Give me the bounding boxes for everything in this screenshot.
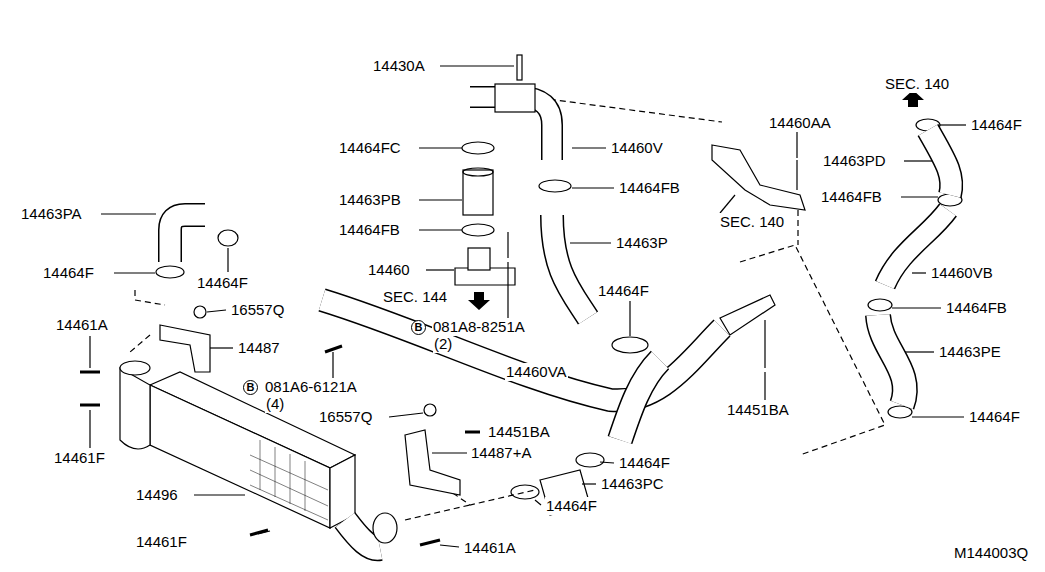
- part-number: 14460AA: [768, 114, 832, 132]
- diagram-code: M144003Q: [953, 544, 1029, 562]
- part-number: 081A6-6121A: [264, 378, 358, 396]
- part-number: 14463PE: [938, 343, 1002, 361]
- part-number: 14464F: [968, 408, 1021, 426]
- part-number: 14461A: [55, 316, 109, 334]
- part-number: 14463PB: [338, 191, 402, 209]
- part-number: 14461F: [135, 533, 188, 551]
- part-number: 14487: [237, 339, 281, 357]
- part-number: 14463PA: [20, 205, 83, 223]
- part-number: 14461A: [463, 539, 517, 557]
- quantity: (4): [265, 395, 285, 413]
- part-number: 14464F: [545, 497, 598, 515]
- part-number: 14451BA: [726, 401, 790, 419]
- part-number: 14496: [135, 486, 179, 504]
- bolt-symbol: B: [243, 380, 258, 395]
- part-number: 16557Q: [318, 408, 373, 426]
- part-number: 14464FC: [338, 139, 402, 157]
- quantity: (2): [433, 335, 453, 353]
- part-number: 14464F: [42, 264, 95, 282]
- part-number: 14464F: [618, 454, 671, 472]
- part-number: 14487+A: [470, 444, 532, 462]
- part-number: 14460VA: [505, 363, 568, 381]
- part-number: 14460VB: [930, 264, 994, 282]
- section-reference: SEC. 140: [719, 213, 785, 231]
- part-number: 14463PC: [600, 475, 665, 493]
- part-number: 14463P: [615, 234, 669, 252]
- part-number: 14460V: [610, 139, 664, 157]
- part-number: 14464F: [196, 274, 249, 292]
- part-number: 14461F: [53, 449, 106, 467]
- part-number: 16557Q: [230, 301, 285, 319]
- section-reference: SEC. 140: [884, 75, 950, 93]
- part-number: 081A8-8251A: [432, 318, 526, 336]
- bolt-symbol: B: [411, 320, 426, 335]
- part-number: 14464F: [597, 282, 650, 300]
- part-number: 14460: [367, 261, 411, 279]
- part-number: 14464FB: [820, 188, 883, 206]
- section-reference: SEC. 144: [382, 288, 448, 306]
- part-number: 14430A: [372, 57, 426, 75]
- part-number: 14464FB: [945, 299, 1008, 317]
- part-number: 14451BA: [487, 423, 551, 441]
- part-number: 14464FB: [618, 179, 681, 197]
- part-number: 14464F: [970, 116, 1023, 134]
- part-number: 14464FB: [338, 221, 401, 239]
- part-number: 14463PD: [822, 152, 887, 170]
